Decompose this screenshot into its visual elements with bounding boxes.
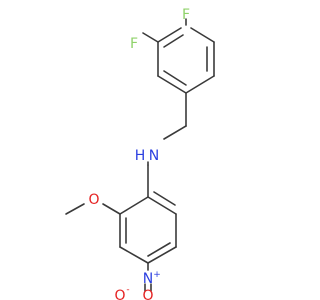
charge-label-minus: - [126,285,129,295]
atom-label-oxygen: O [88,192,99,208]
atom-label-oxygen: O [114,288,125,300]
bond [163,70,187,86]
bond [119,196,149,215]
bond [185,75,215,94]
atom-label-fluorine: F [182,7,190,23]
atom-labels: F F N H O N + O O - [88,7,190,300]
atom-label-fluorine: F [130,36,138,52]
bond [147,242,171,257]
bond [163,34,184,48]
bond [147,246,177,264]
bond [157,75,187,94]
molecule-structure: F F N H O N + O O - [65,7,215,300]
bond [153,191,176,206]
bond-layer [65,18,215,292]
atom-label-nitrogen: N [149,148,159,164]
bond [163,125,187,140]
bond [119,246,149,264]
atom-label-nitrogen: N [143,271,153,287]
charge-label-plus: + [153,270,161,280]
bond [142,32,159,43]
bond [190,27,215,43]
atom-label-hydrogen: H [135,148,146,164]
bond [147,196,177,215]
bond [65,203,85,215]
atom-label-oxygen: O [142,288,153,300]
bond [157,27,182,43]
bond [102,203,121,215]
